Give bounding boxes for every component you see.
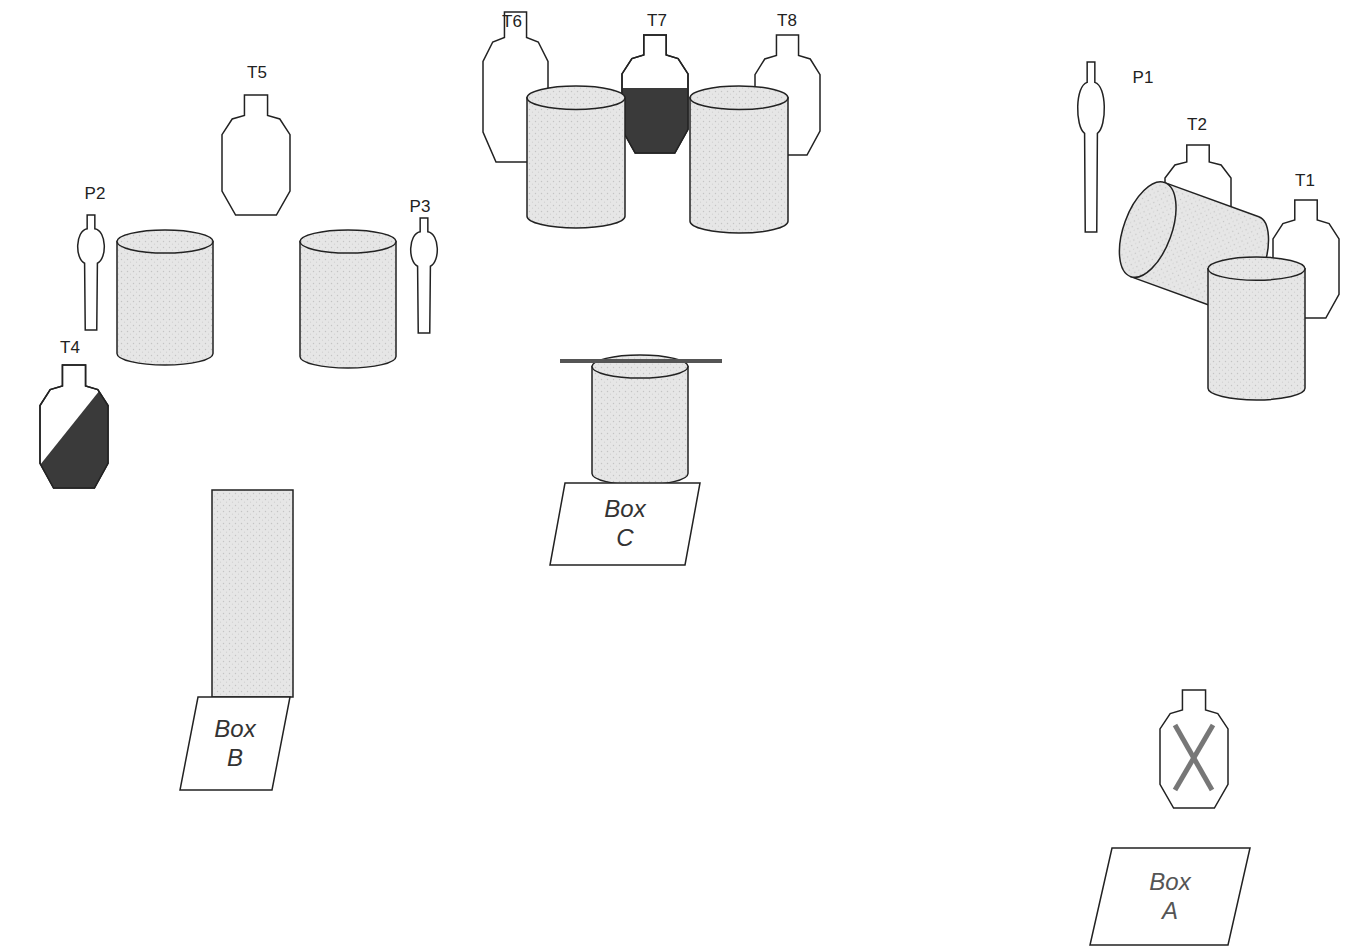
barrel [1208,257,1305,400]
bar [560,359,722,363]
target-label: T1 [1295,171,1315,191]
shoot-target [1160,690,1228,808]
target-label: T5 [247,63,267,83]
barrel [690,86,788,233]
target-label: T2 [1187,115,1207,135]
wall [212,490,293,697]
shooting-box: Box A [1090,848,1250,945]
no-shoot-label: P3 [410,197,431,217]
shooting-box: Box B [180,697,290,790]
no-shoot-label: P2 [85,184,106,204]
shoot-target [40,365,108,488]
box-name: Box B [214,715,255,773]
no-shoot-target [1078,62,1105,232]
no-shoot-target [411,218,438,333]
target-label: T7 [647,11,667,31]
no-shoot-target [78,215,105,330]
no-shoot-label: P1 [1133,68,1154,88]
box-name: Box C [604,495,645,553]
box-name: Box A [1149,868,1190,926]
barrel [592,355,688,485]
barrel [300,230,396,368]
barrel [117,230,213,365]
shoot-target [622,35,688,153]
shooting-box: Box C [550,483,700,565]
target-label: T4 [60,338,80,358]
barrel [527,86,625,228]
target-label: T6 [502,12,522,32]
shoot-target [222,95,290,215]
target-label: T8 [777,11,797,31]
